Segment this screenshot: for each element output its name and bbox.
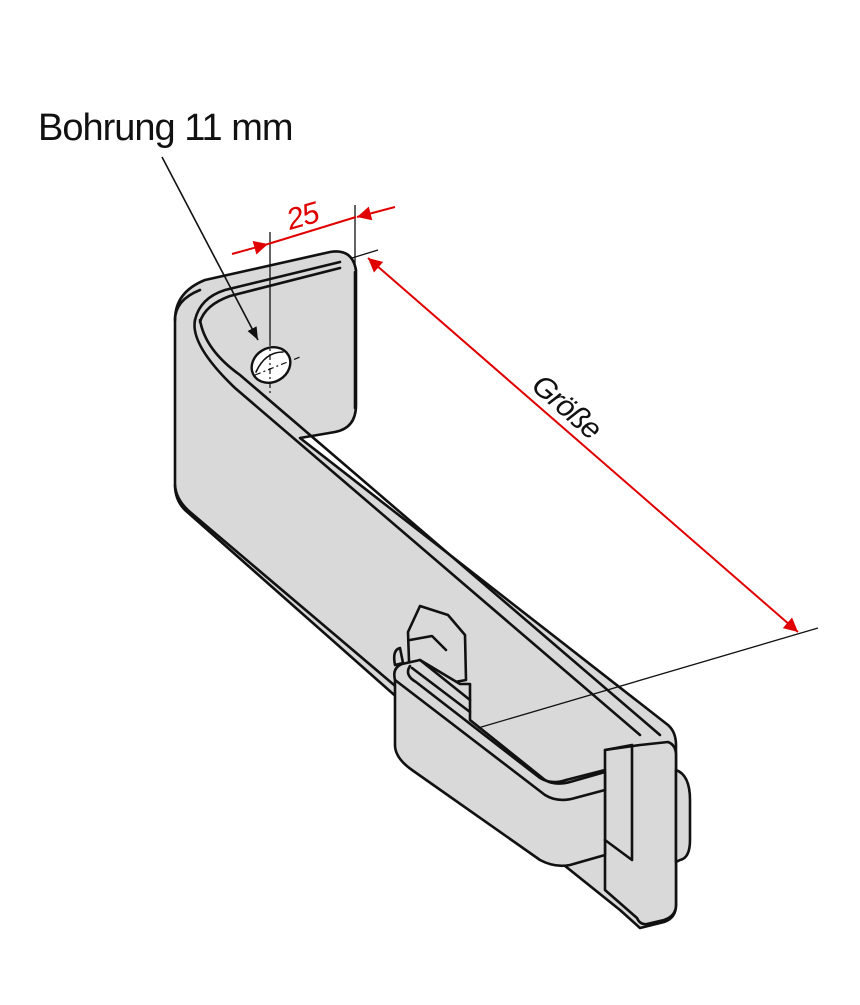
offset-dimension-label: 25 [282, 196, 323, 237]
clamp-assembly [392, 604, 692, 926]
length-dimension-label: Größe [525, 368, 607, 446]
hole-label: Bohrung 11 mm [38, 107, 293, 149]
hole-leader-line [161, 156, 259, 341]
length-dimension [351, 249, 819, 729]
drill-hole [250, 340, 301, 395]
offset-dimension [231, 205, 396, 340]
